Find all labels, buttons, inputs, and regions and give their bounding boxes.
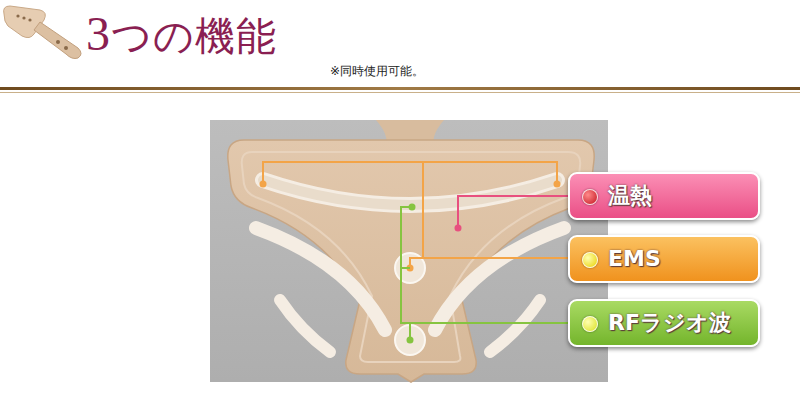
ems-leader-dots — [260, 181, 561, 272]
photo-panel — [210, 120, 608, 382]
device-icon — [4, 6, 81, 59]
function-callout: EMS — [568, 235, 760, 283]
title-rule — [0, 87, 800, 90]
function-name: RFラジオ波 — [608, 301, 731, 345]
indicator-dot — [582, 189, 598, 205]
indicator-dot — [582, 316, 598, 332]
function-callout: RFラジオ波 — [568, 299, 760, 347]
function-name: EMS — [608, 237, 661, 281]
title-rule-thin — [0, 92, 800, 93]
function-name: 温熱 — [608, 174, 652, 218]
page-title: 3つの機能 — [86, 10, 277, 61]
rf-leader — [401, 207, 568, 340]
note-text: ※同時使用可能。 — [330, 63, 424, 79]
device-head — [228, 120, 594, 382]
ems-leader — [263, 162, 568, 268]
rf-leader-dots — [407, 204, 416, 344]
function-callout: 温熱 — [568, 172, 760, 220]
heat-leader-dot — [455, 225, 462, 232]
heat-leader — [458, 196, 568, 228]
indicator-dot — [582, 252, 598, 268]
